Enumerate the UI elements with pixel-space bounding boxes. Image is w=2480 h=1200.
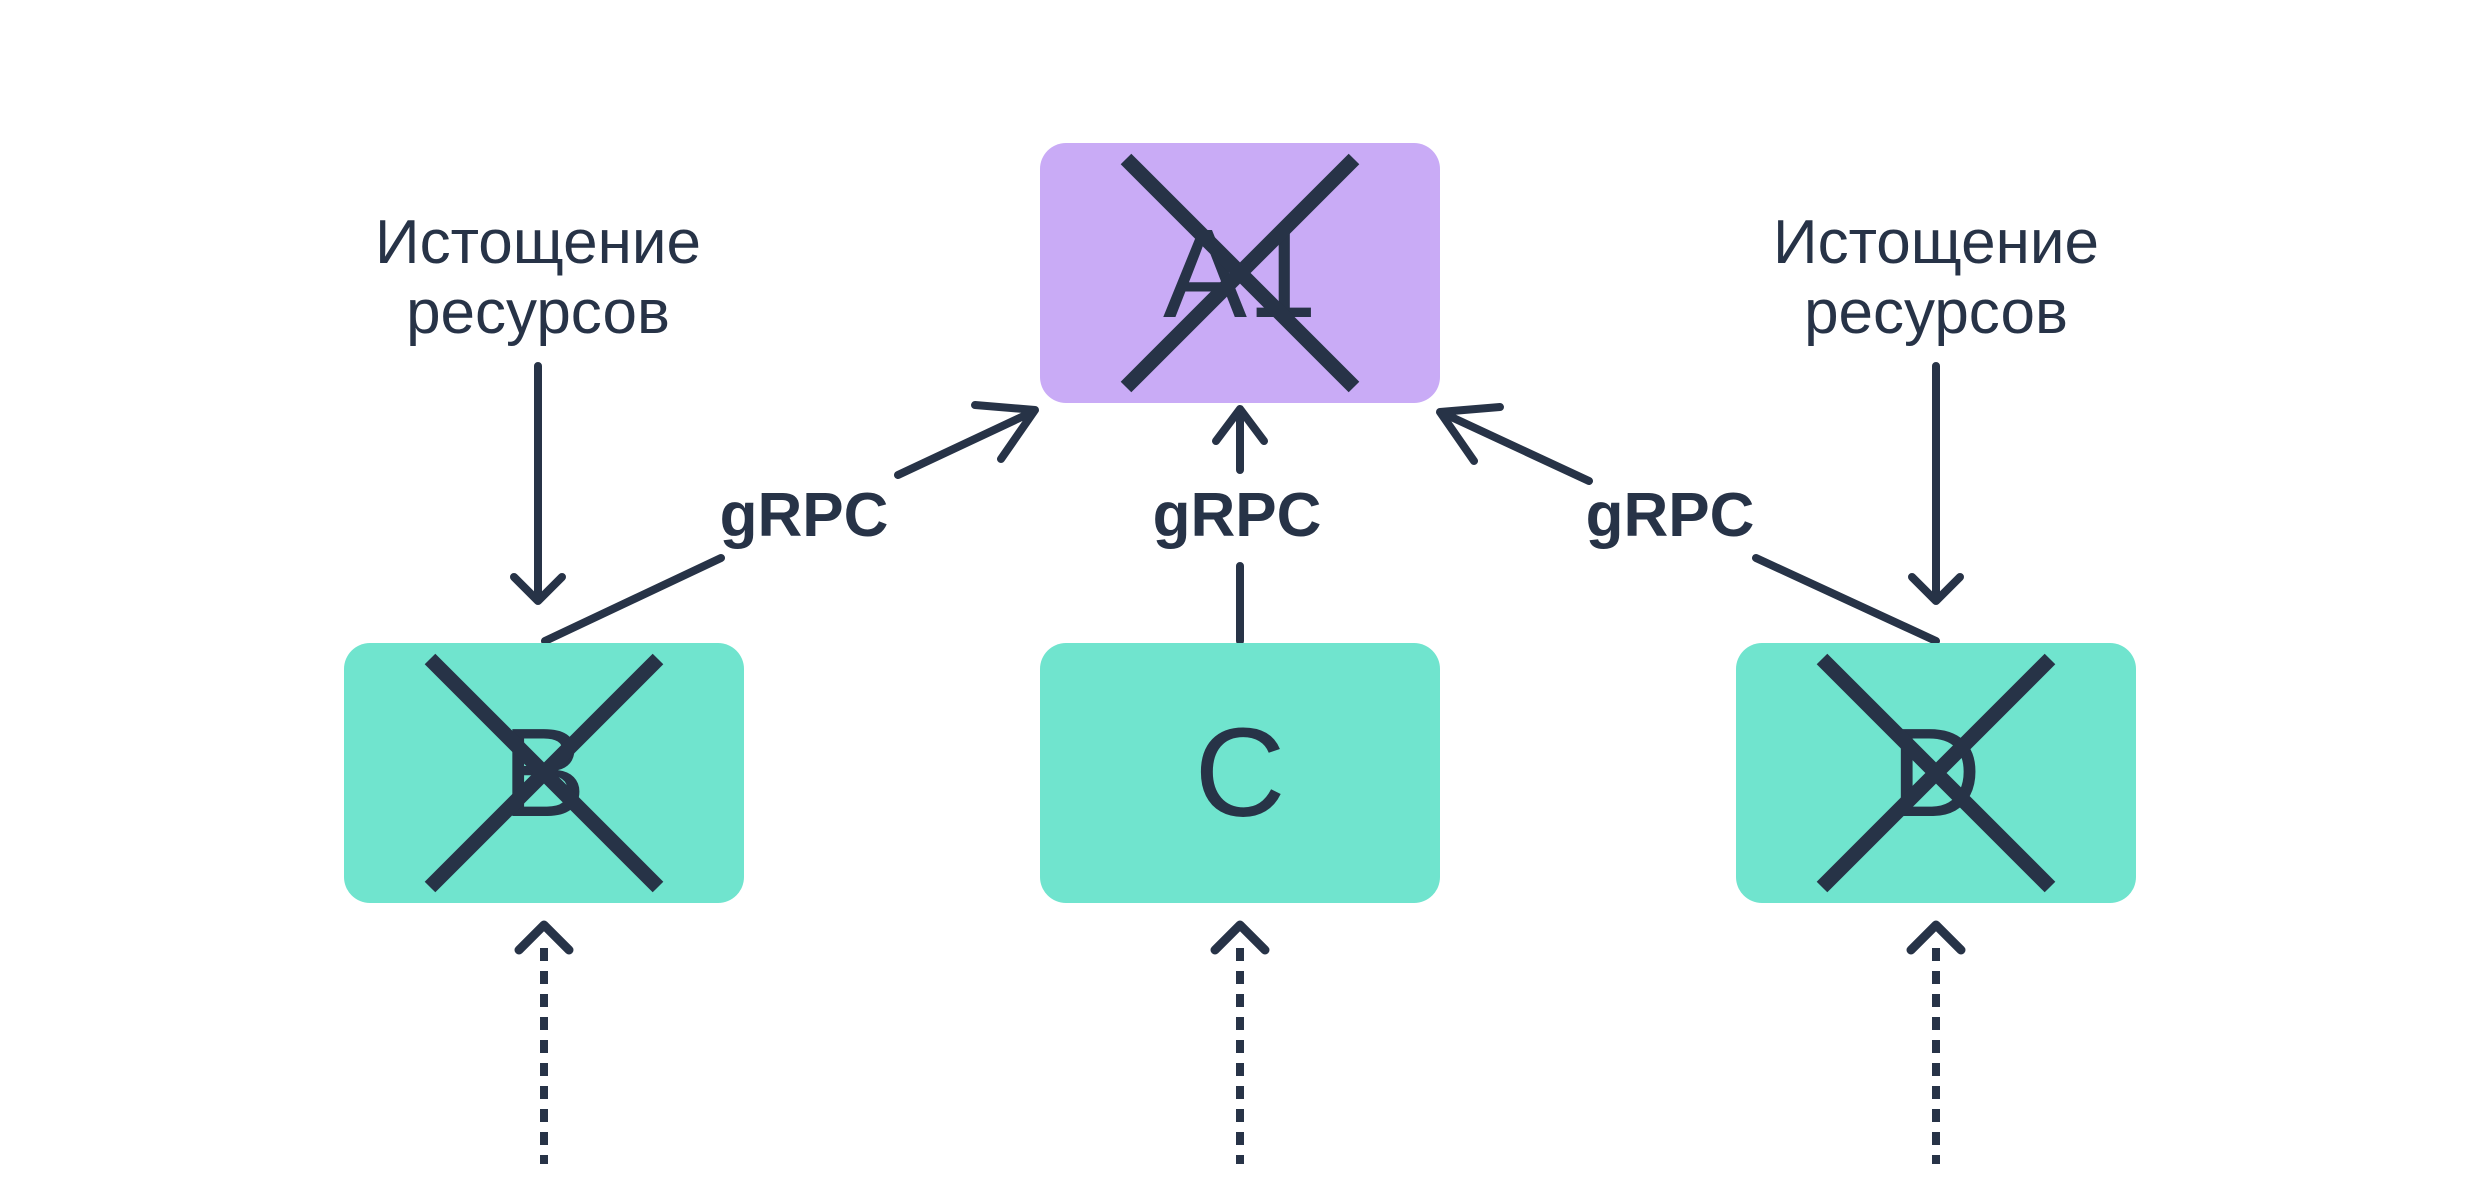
node-b-cross-icon bbox=[424, 653, 664, 893]
incoming-dashed-arrow-d-head-icon bbox=[1906, 920, 1966, 955]
resource-exhaustion-right-line2: ресурсов bbox=[1804, 278, 2068, 347]
node-a1-cross-icon bbox=[1120, 153, 1360, 393]
edge-b-a1-label: gRPC bbox=[720, 481, 889, 550]
edge-b-a1-arrow-icon bbox=[541, 401, 1039, 645]
resource-exhaustion-arrow-left-icon bbox=[510, 362, 566, 605]
edge-d-a1-arrow-icon bbox=[1436, 403, 1940, 645]
node-d-cross-icon bbox=[1816, 653, 2056, 893]
edge-c-a1-label: gRPC bbox=[1153, 481, 1322, 550]
resource-exhaustion-arrow-right-icon bbox=[1908, 362, 1964, 605]
incoming-dashed-arrow-c-head-icon bbox=[1210, 920, 1270, 955]
edge-d-a1-label: gRPC bbox=[1586, 481, 1755, 550]
edge-c-a1-arrow-icon bbox=[1212, 405, 1268, 645]
resource-exhaustion-left-line1: Истощение bbox=[375, 208, 701, 277]
resource-exhaustion-left-line2: ресурсов bbox=[406, 278, 670, 347]
incoming-dashed-arrow-b-head-icon bbox=[514, 920, 574, 955]
resource-exhaustion-right-line1: Истощение bbox=[1773, 208, 2099, 277]
node-c-box bbox=[1040, 643, 1440, 903]
node-c-label: C bbox=[1195, 702, 1286, 843]
